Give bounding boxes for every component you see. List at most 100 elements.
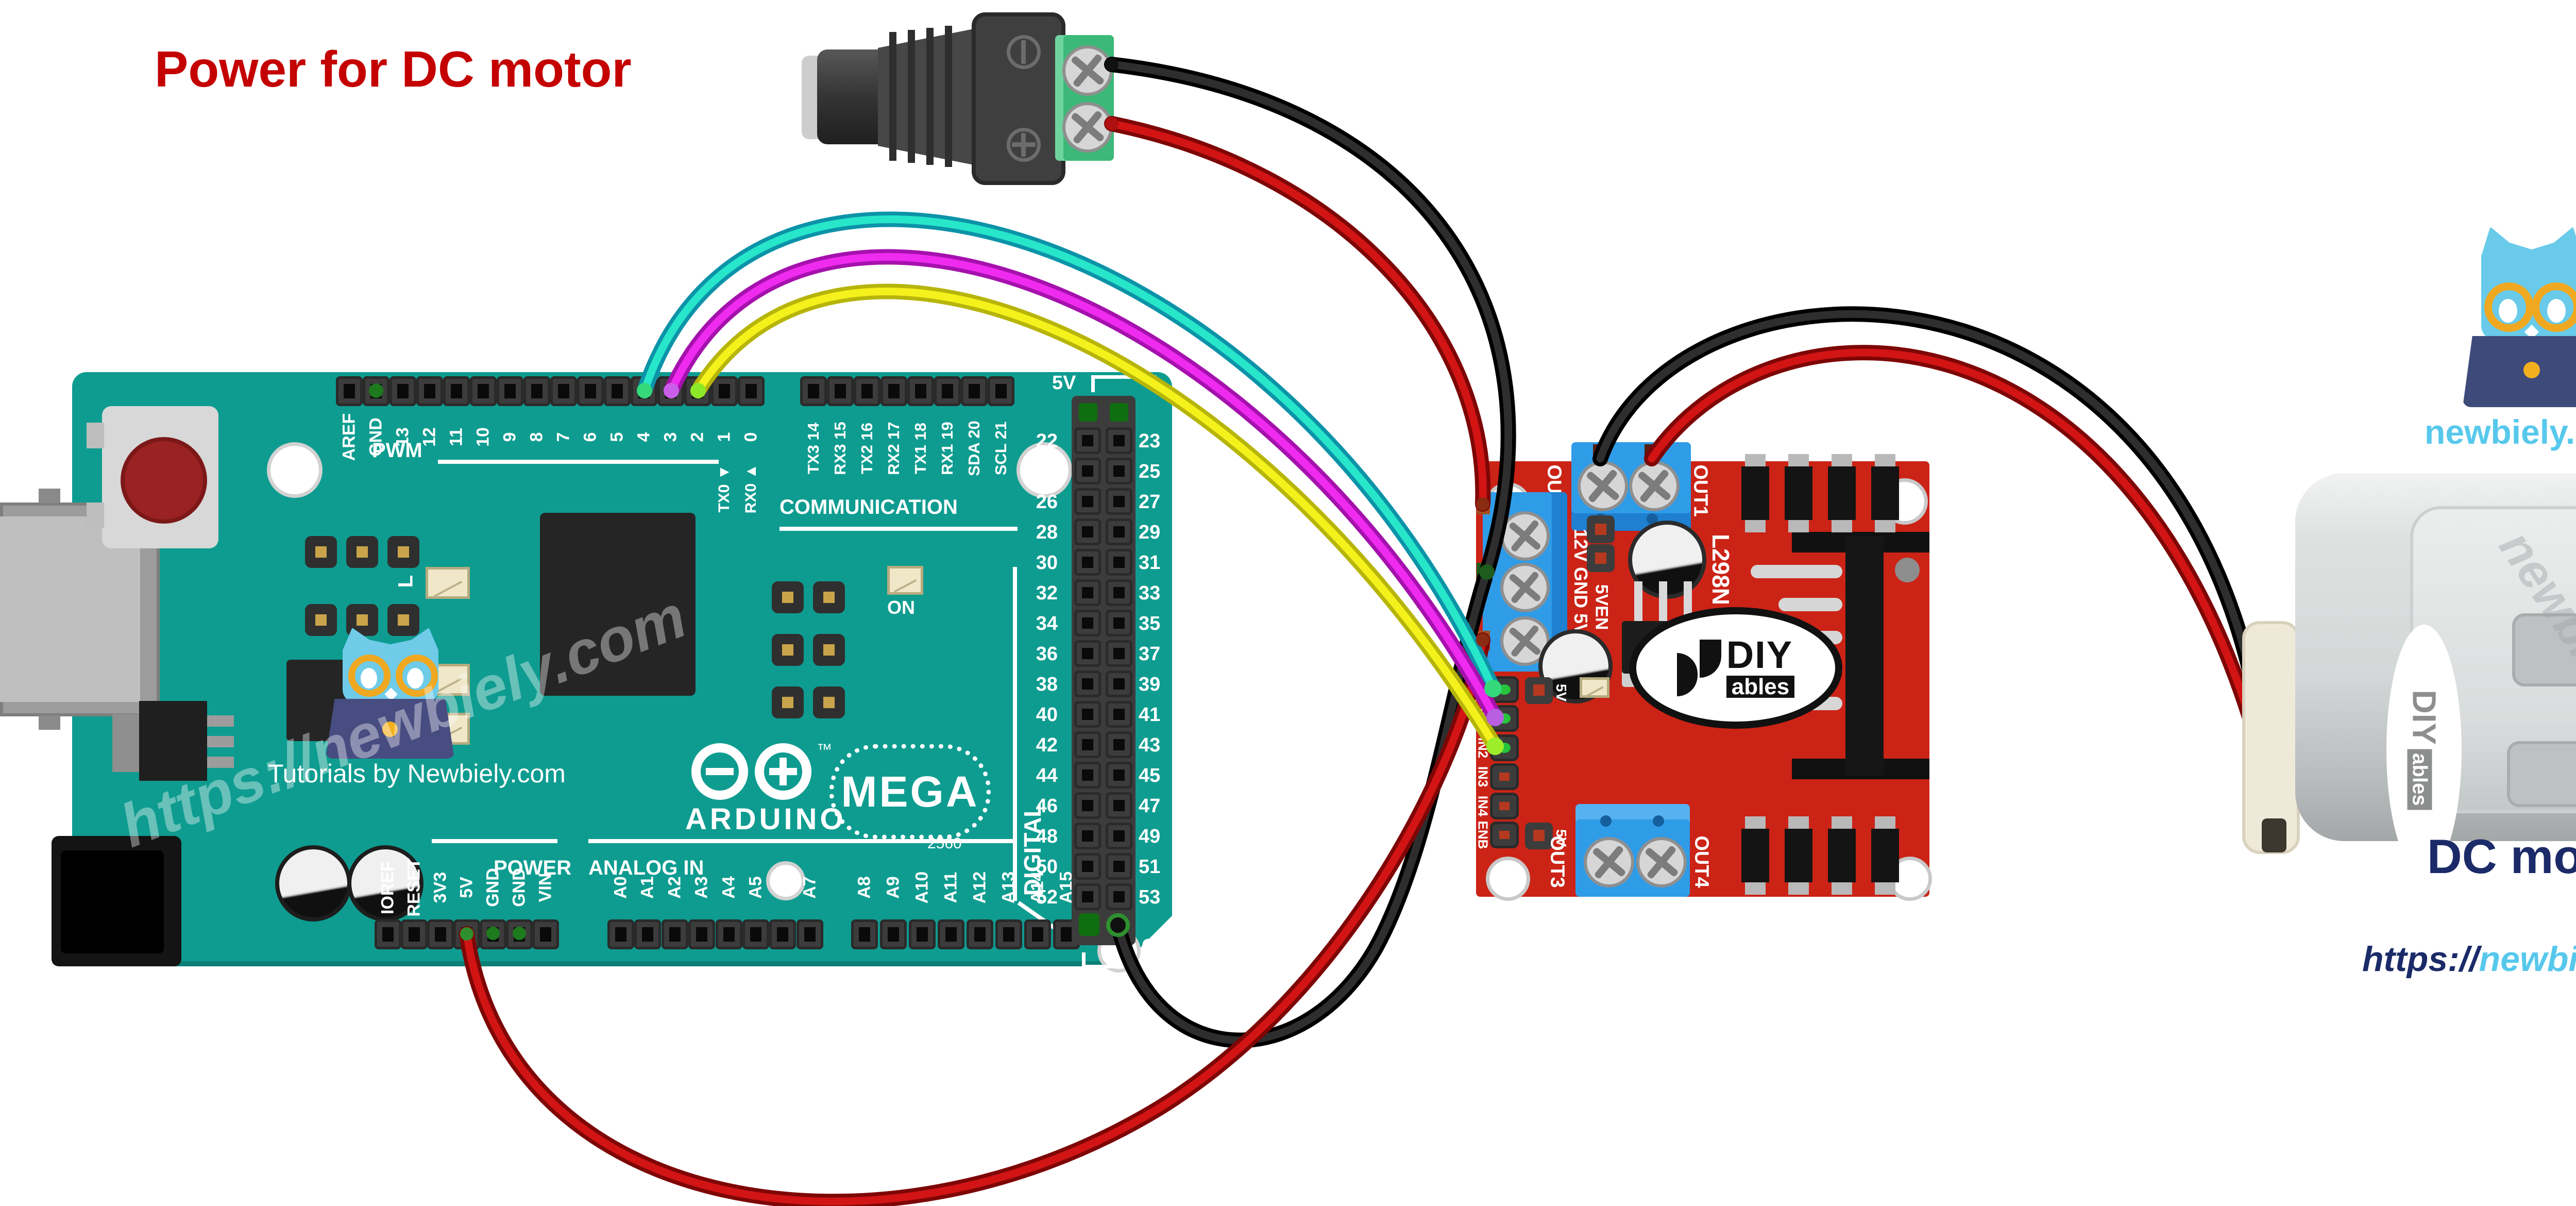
- site-owl-eye: [2499, 299, 2517, 323]
- pin-socket: [427, 919, 454, 949]
- pin-socket: [1106, 671, 1132, 697]
- page-title: Power for DC motor: [155, 41, 632, 97]
- plus-icon: [779, 758, 787, 785]
- arduino-tm: ™: [817, 741, 832, 758]
- gnd-pad: [1079, 913, 1099, 936]
- diode: [1871, 454, 1899, 532]
- jumper-pin-pad: [1533, 830, 1545, 841]
- pin-socket: [1106, 458, 1132, 484]
- ic-leg: [1778, 598, 1842, 611]
- pin: 5: [604, 376, 631, 442]
- pin-socket: [1106, 701, 1132, 728]
- mcu-chip: [540, 513, 696, 696]
- header-row: 30 31: [0, 549, 2576, 576]
- voltage-regulator-tab: [112, 714, 139, 772]
- analog-line: [588, 839, 1016, 843]
- dc-motor-label: DC motor: [2427, 829, 2576, 883]
- jumper-pin-pad: [1533, 684, 1545, 696]
- usb-tab-top: [39, 489, 60, 503]
- terminal-screw: [1500, 563, 1550, 612]
- pin: A7: [796, 876, 823, 949]
- pin-socket: [1106, 853, 1132, 880]
- mounting-hole: [1016, 442, 1072, 498]
- voltage-regulator: [139, 701, 207, 781]
- header-row: 38 39: [0, 671, 2576, 697]
- pin-socket: [1106, 823, 1132, 849]
- pin-label-even: 48: [1036, 826, 1058, 847]
- pin-socket: [711, 376, 738, 406]
- pin-socket: [1106, 610, 1132, 636]
- pin: 7: [550, 376, 577, 442]
- diode: [1741, 454, 1769, 532]
- pin-socket: [988, 376, 1014, 406]
- diyables-logo-motor: DIYables: [2386, 625, 2462, 875]
- pin-socket: [497, 376, 523, 406]
- pin: A14: [1024, 872, 1051, 949]
- pin-socket: [1106, 488, 1132, 515]
- tutorials-text: Tutorials by Newbiely.com: [268, 759, 566, 788]
- communication-line: [779, 527, 1018, 531]
- pin-socket: [532, 919, 559, 949]
- pin-socket: [336, 376, 363, 406]
- header-row: 28 29: [0, 518, 2576, 545]
- regulator-leg: [1659, 581, 1667, 623]
- pin-socket: [470, 376, 497, 406]
- diode: [1828, 816, 1856, 895]
- pin-socket: [1106, 579, 1132, 606]
- chip-number: 2560: [927, 835, 962, 852]
- pin-socket: [967, 919, 993, 949]
- pin-socket: [1106, 792, 1132, 819]
- header-row: 24 25: [0, 458, 2576, 484]
- pin: A4: [715, 876, 742, 949]
- pin-label-even: 22: [1036, 430, 1058, 452]
- pin-label-odd: 45: [1139, 765, 1161, 786]
- jack-rib: [889, 32, 896, 161]
- pin: 1: [711, 376, 738, 442]
- heatsink-screw: [1895, 558, 1920, 582]
- pin-socket: [880, 919, 907, 949]
- pin: VIN: [532, 873, 559, 949]
- pin: 0: [738, 376, 765, 442]
- power-jack: [802, 10, 1116, 188]
- pin: A3: [688, 876, 716, 949]
- pin-socket: [1106, 518, 1132, 545]
- gnd-bracket: [1082, 952, 1149, 968]
- motor-diy-text: DIY: [2405, 690, 2443, 745]
- pin: 6: [769, 883, 796, 949]
- url-name: newbiely: [2479, 940, 2576, 979]
- pin-label-odd: 29: [1139, 522, 1161, 543]
- pin: A10: [909, 872, 936, 949]
- barrel-jack-inner: [61, 850, 164, 953]
- jack-plus-icon: [1007, 128, 1041, 162]
- reset-button-leg: [87, 502, 104, 528]
- jack-rib: [908, 30, 915, 163]
- pin: RX1 19: [934, 376, 961, 475]
- regulator-leg: [1684, 581, 1692, 623]
- pin-label-even: 44: [1036, 765, 1058, 786]
- pin-label-even: 28: [1036, 522, 1058, 543]
- pin-label-odd: 51: [1139, 856, 1161, 878]
- terminal-screw: [1062, 102, 1113, 153]
- pin-label-odd: 53: [1139, 886, 1161, 908]
- diode: [1785, 816, 1812, 895]
- header-row: 52 53: [0, 883, 2576, 910]
- pin-socket: [854, 376, 880, 406]
- motor-wire-cap: [2242, 621, 2300, 854]
- pin: TX2 16: [854, 376, 880, 474]
- pin-socket: [1074, 731, 1101, 758]
- motor-cap-slot: [2262, 818, 2286, 852]
- header-row: 26 27: [0, 488, 2576, 515]
- pin-socket: [1106, 640, 1132, 667]
- pin: 8: [523, 376, 550, 442]
- arduino-logo: [691, 743, 811, 800]
- header-row: 22 23: [0, 427, 2576, 454]
- pin-socket: [1074, 701, 1101, 728]
- pin-socket: [1074, 549, 1101, 576]
- header-row: 40 41: [0, 701, 2576, 728]
- pin-label-even: 26: [1036, 491, 1058, 513]
- pin-socket: [961, 376, 988, 406]
- pin: AREF: [336, 376, 363, 461]
- diode: [1741, 816, 1769, 895]
- pin-socket: [1074, 883, 1101, 910]
